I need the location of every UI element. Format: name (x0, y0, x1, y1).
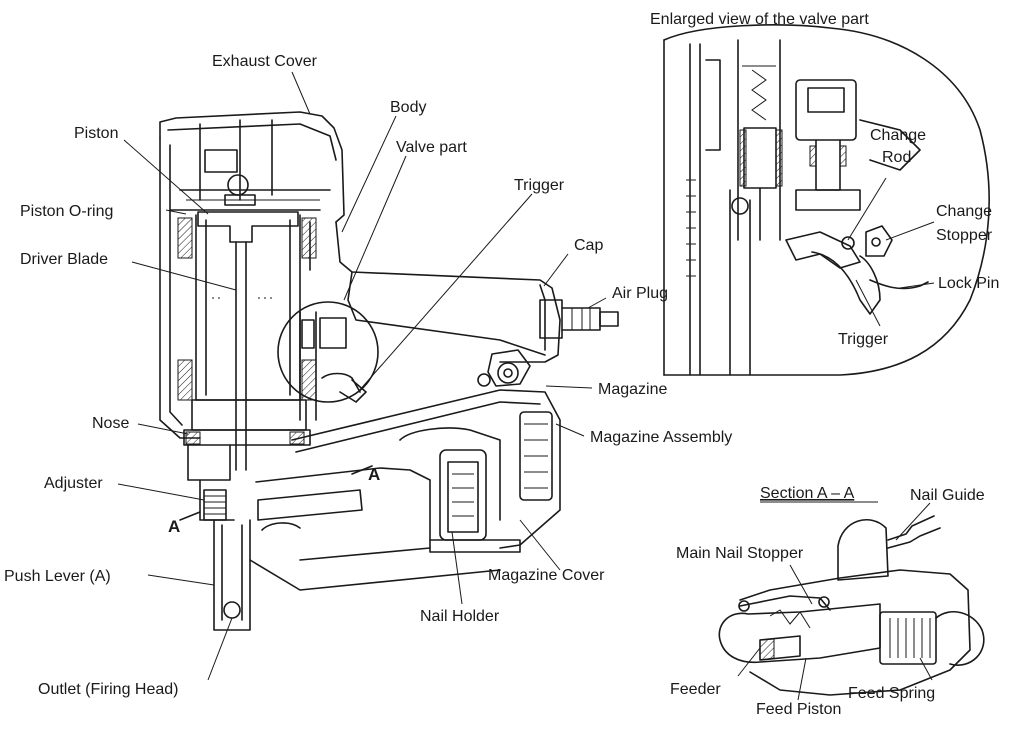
valve-inset-drawing (663, 24, 990, 376)
label-change-rod-line1: Change (870, 127, 926, 144)
label-nail-guide: Nail Guide (910, 487, 985, 504)
label-exhaust-cover: Exhaust Cover (212, 53, 318, 70)
main-labels: Exhaust Cover Body Piston Valve part Tri… (4, 53, 732, 698)
label-body: Body (390, 99, 426, 116)
label-air-plug: Air Plug (612, 285, 668, 302)
section-aa-title: Section A – A (760, 485, 855, 502)
label-change-stopper-line1: Change (936, 203, 992, 220)
label-driver-blade: Driver Blade (20, 251, 108, 268)
label-magazine-cover: Magazine Cover (488, 567, 605, 584)
label-adjuster: Adjuster (44, 475, 103, 492)
label-valve-part: Valve part (396, 139, 467, 156)
section-aa-drawing (718, 515, 985, 696)
label-cap: Cap (574, 237, 603, 254)
section-marker-a-adjuster: A (168, 517, 180, 536)
section-aa-labels: Section A – A Nail Guide Main Nail Stopp… (670, 485, 985, 718)
label-nail-holder: Nail Holder (420, 608, 500, 625)
valve-inset-title: Enlarged view of the valve part (650, 11, 869, 28)
label-piston: Piston (74, 125, 118, 142)
label-feed-piston: Feed Piston (756, 701, 841, 718)
label-nose: Nose (92, 415, 129, 432)
valve-inset-labels: Enlarged view of the valve part Change R… (650, 11, 999, 348)
section-marker-a-magazine: A (368, 465, 380, 484)
main-tool-drawing (159, 111, 619, 631)
label-magazine-assembly: Magazine Assembly (590, 429, 732, 446)
label-magazine: Magazine (598, 381, 667, 398)
label-feeder: Feeder (670, 681, 721, 698)
label-trigger: Trigger (514, 177, 565, 194)
label-piston-o-ring: Piston O-ring (20, 203, 113, 220)
label-outlet: Outlet (Firing Head) (38, 681, 179, 698)
label-feed-spring: Feed Spring (848, 685, 935, 702)
label-push-lever: Push Lever (A) (4, 568, 111, 585)
label-lock-pin: Lock Pin (938, 275, 999, 292)
label-change-rod-line2: Rod (882, 149, 911, 166)
label-main-nail-stopper: Main Nail Stopper (676, 545, 804, 562)
label-change-stopper-line2: Stopper (936, 227, 993, 244)
label-inset-trigger: Trigger (838, 331, 889, 348)
leader-lines (117, 71, 935, 701)
